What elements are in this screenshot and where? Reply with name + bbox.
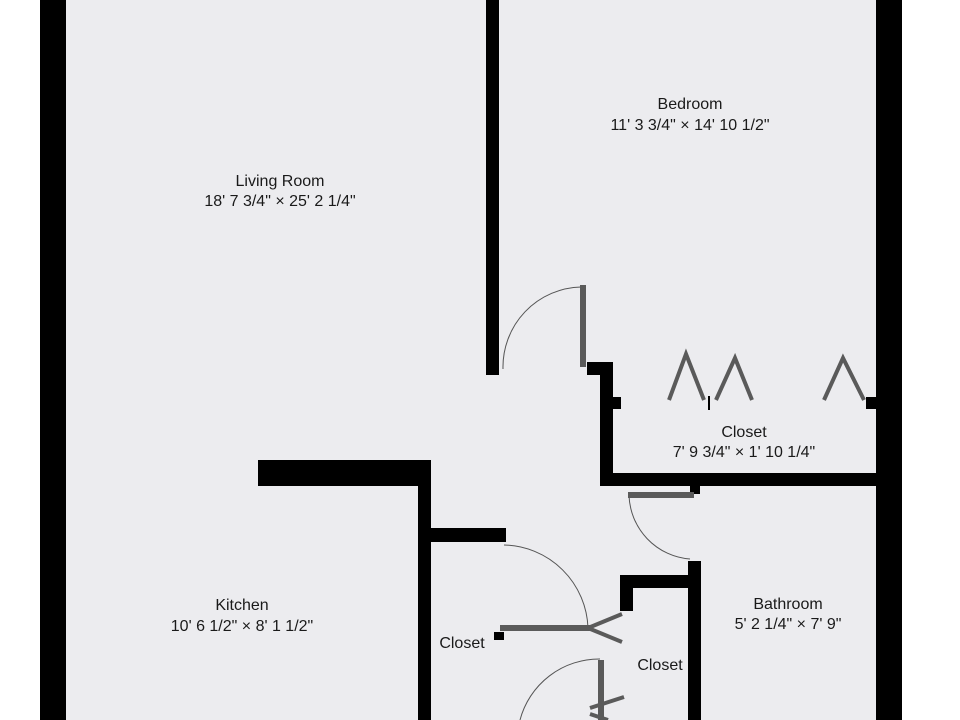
bifold-door-2 <box>714 352 754 401</box>
wall-closet-left <box>600 362 613 486</box>
kitchen-dims: 10' 6 1/2" × 8' 1 1/2" <box>171 618 313 635</box>
wall-closet-top <box>418 528 506 542</box>
hall-closet-left-name: Closet <box>439 635 485 652</box>
bifold-door-4 <box>587 612 623 630</box>
wall-closet-bottom <box>600 473 876 486</box>
closet-left-door-swing <box>503 544 589 629</box>
exterior-wall-left <box>40 0 66 720</box>
bifold-door-3 <box>822 353 866 401</box>
bifold-door-6 <box>589 695 625 710</box>
bathroom-name: Bathroom <box>753 596 822 613</box>
bedroom-closet-dims: 7' 9 3/4" × 1' 10 1/4" <box>673 444 815 461</box>
kitchen-name: Kitchen <box>215 597 268 614</box>
door-leaves <box>500 285 694 720</box>
wall-kitchen-right <box>418 460 431 720</box>
wall-living-bedroom <box>486 0 499 375</box>
wall-closet-divider-jamb <box>620 575 633 611</box>
bathroom-door-swing <box>628 494 691 560</box>
bedroom-dims: 11' 3 3/4" × 14' 10 1/2" <box>610 117 769 134</box>
closet-right-door-swing <box>519 658 601 720</box>
bifold-door-7 <box>589 712 609 720</box>
bathroom-dims: 5' 2 1/4" × 7' 9" <box>735 616 842 633</box>
door-swings <box>502 286 691 720</box>
wall-bath-door-jamb <box>690 482 700 494</box>
bifold-doors <box>587 348 866 720</box>
bifold-door-5 <box>587 626 623 644</box>
wall-bathroom-left <box>688 561 701 720</box>
exterior-walls <box>40 0 902 720</box>
bedroom-name: Bedroom <box>658 96 723 113</box>
bedroom-closet-name: Closet <box>721 424 767 441</box>
wall-closet-nub-left <box>613 397 621 409</box>
interior-walls <box>258 0 876 720</box>
room-labels: Living Room 18' 7 3/4" × 25' 2 1/4" Bedr… <box>171 96 842 674</box>
bedroom-door-swing <box>502 286 582 370</box>
exterior-wall-right <box>876 0 902 720</box>
wall-closet-shelf-stub <box>494 632 504 640</box>
wall-closet-nub-right <box>866 397 876 409</box>
bifold-door-1 <box>667 348 706 401</box>
wall-kitchen-top <box>258 460 431 486</box>
wall-closet-divider-top <box>620 575 700 588</box>
living-room-name: Living Room <box>236 173 325 190</box>
living-room-dims: 18' 7 3/4" × 25' 2 1/4" <box>204 193 355 210</box>
floor-area <box>66 0 876 720</box>
hall-closet-right-name: Closet <box>637 657 683 674</box>
